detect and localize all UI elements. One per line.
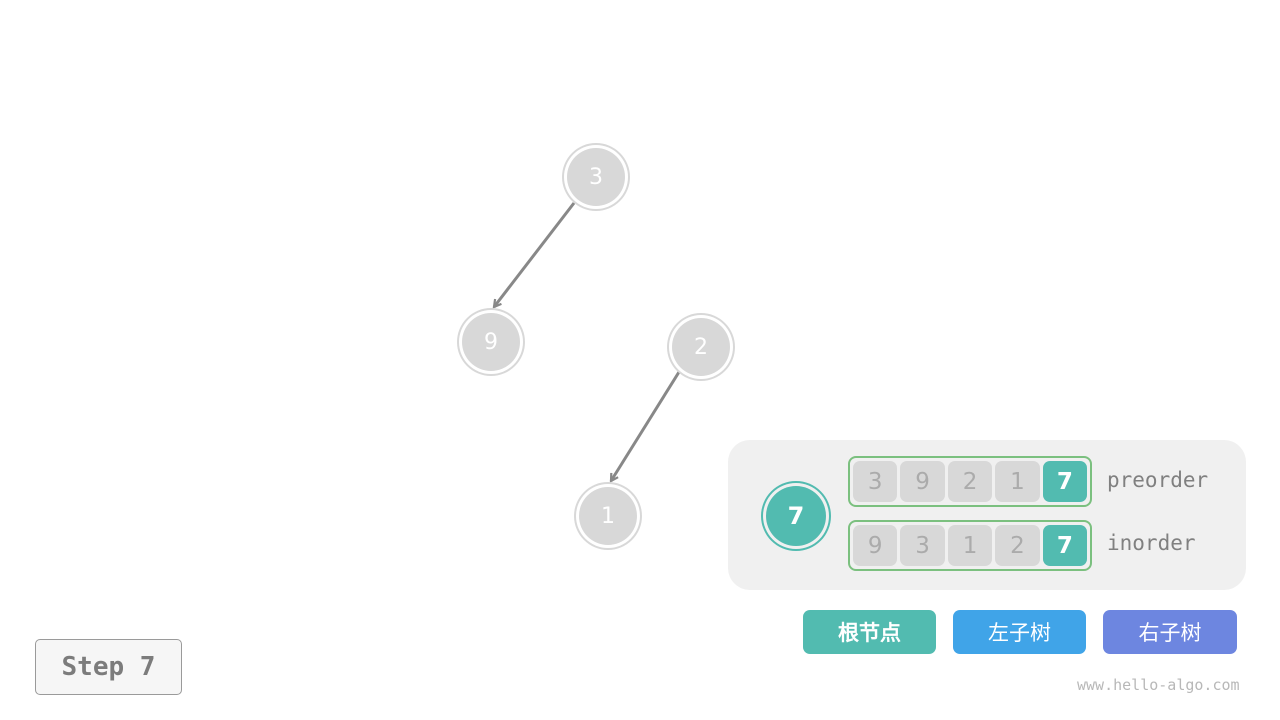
inorder-array: 9 3 1 2 7 (848, 520, 1092, 571)
inorder-cell: 2 (995, 525, 1040, 566)
legend-left-subtree: 左子树 (953, 610, 1086, 654)
preorder-label: preorder (1107, 468, 1209, 492)
preorder-array: 3 9 2 1 7 (848, 456, 1092, 507)
tree-node-3: 3 (567, 148, 625, 206)
edge-2-to-1 (609, 371, 681, 481)
preorder-cell: 3 (853, 461, 898, 502)
tree-node-9: 9 (462, 313, 520, 371)
tree-node-2: 2 (672, 318, 730, 376)
inorder-label: inorder (1107, 531, 1196, 555)
legend-right-subtree: 右子树 (1103, 610, 1237, 654)
legend-root-node: 根节点 (803, 610, 936, 654)
inorder-cell: 9 (853, 525, 898, 566)
inorder-cell: 3 (900, 525, 945, 566)
preorder-cell: 1 (995, 461, 1040, 502)
current-root-node: 7 (766, 486, 826, 546)
edge-3-to-9 (494, 202, 576, 307)
tree-node-1: 1 (579, 487, 637, 545)
preorder-cell: 2 (947, 461, 993, 502)
inorder-cell: 1 (947, 525, 993, 566)
watermark: www.hello-algo.com (1077, 676, 1240, 694)
inorder-cell-root: 7 (1042, 525, 1088, 566)
preorder-cell: 9 (900, 461, 945, 502)
preorder-cell-root: 7 (1042, 461, 1088, 502)
step-indicator: Step 7 (35, 639, 182, 695)
